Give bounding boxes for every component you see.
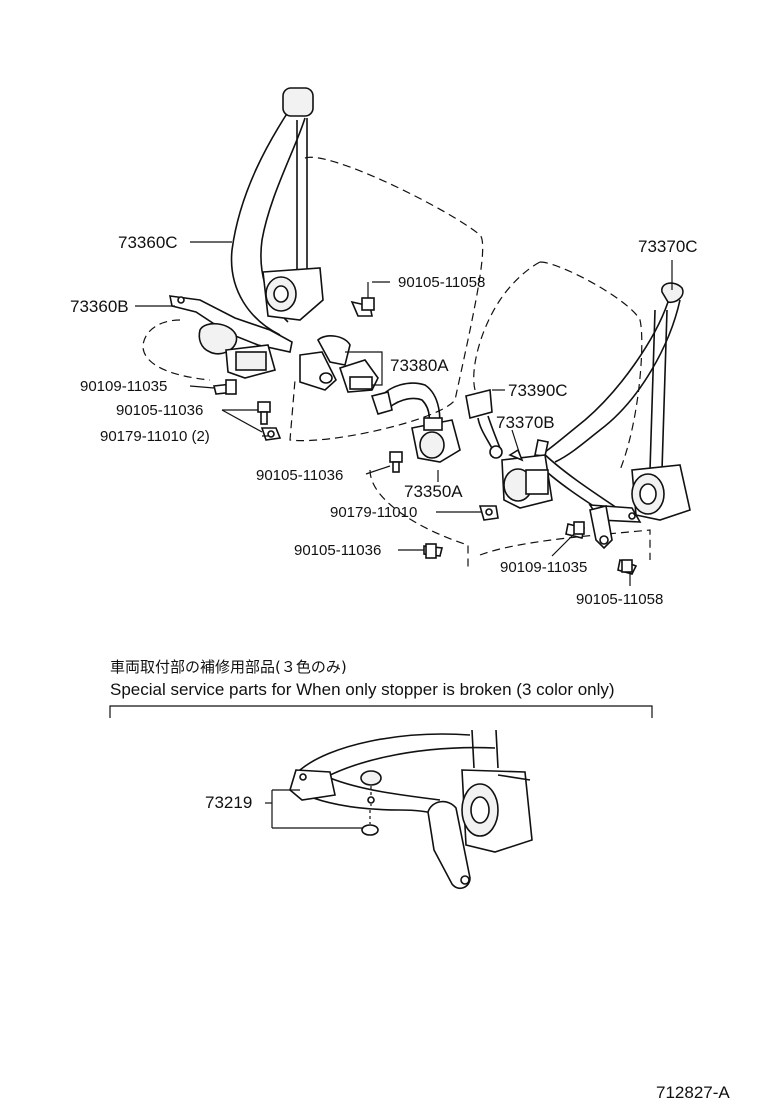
right-cushion-outline [473, 261, 541, 391]
center-lap-belt [370, 382, 461, 463]
label-90109-11035-right: 90109-11035 [500, 559, 587, 576]
detail-stopper-button [360, 770, 382, 806]
right-lap-belt [534, 439, 642, 523]
bolt-90109-11035-left [213, 379, 237, 395]
center-floor-outline [369, 469, 469, 570]
detail-retractor [461, 769, 533, 853]
right-retractor [631, 464, 691, 521]
label-73219: 73219 [205, 793, 252, 812]
label-90179-11010-left: 90179-11010 (2) [100, 428, 210, 445]
bolt-90105-11036-left [257, 401, 271, 425]
label-73370C: 73370C [638, 237, 698, 256]
right-buckle-housing [501, 448, 553, 509]
nut-90179-11010-left [260, 427, 282, 441]
label-73360B: 73360B [70, 297, 129, 316]
right-buckle-tongue [465, 388, 503, 459]
left-seat-outline [289, 156, 484, 442]
detail-anchor-plate [289, 769, 336, 801]
label-73370B: 73370B [496, 413, 555, 432]
label-90179-11010-mid: 90179-11010 [330, 504, 417, 521]
left-buckle-assembly [168, 295, 293, 379]
label-73380A: 73380A [390, 356, 449, 375]
left-retractor [262, 267, 324, 321]
label-90105-11036-left: 90105-11036 [116, 402, 203, 419]
note-japanese: 車両取付部の補修用部品(３色のみ) [110, 658, 347, 676]
right-floor-outline [479, 529, 651, 560]
detail-stopper-washer [361, 810, 379, 836]
bolt-90109-11035-right [565, 521, 585, 539]
note-english: Special service parts for When only stop… [110, 680, 615, 699]
left-cushion-outline [142, 319, 211, 381]
right-anchor-bracket [589, 505, 613, 550]
label-90109-11035-left: 90109-11035 [80, 378, 167, 395]
detail-tongue [427, 800, 471, 890]
right-shoulder-belt [544, 282, 684, 471]
label-73360C: 73360C [118, 233, 178, 252]
right-seat-outline [539, 261, 643, 471]
figure-id: 712827-A [656, 1083, 730, 1102]
label-73390C: 73390C [508, 381, 568, 400]
bolt-90105-11036-mid [389, 451, 403, 473]
bolt-90105-11058-right [617, 558, 638, 575]
note-bracket [109, 705, 653, 718]
label-73350A: 73350A [404, 482, 463, 501]
bolt-90105-11058-top [350, 297, 375, 317]
bolt-90105-11036-low [423, 543, 443, 559]
nut-90179-11010-mid [478, 505, 499, 521]
label-90105-11036-mid: 90105-11036 [256, 467, 343, 484]
leader-lines [135, 241, 673, 586]
label-90105-11036-low: 90105-11036 [294, 542, 381, 559]
label-90105-11058-top: 90105-11058 [398, 274, 485, 291]
label-90105-11058-right: 90105-11058 [576, 591, 663, 608]
detail-leader [265, 789, 362, 829]
center-buckle-assembly [299, 335, 379, 393]
